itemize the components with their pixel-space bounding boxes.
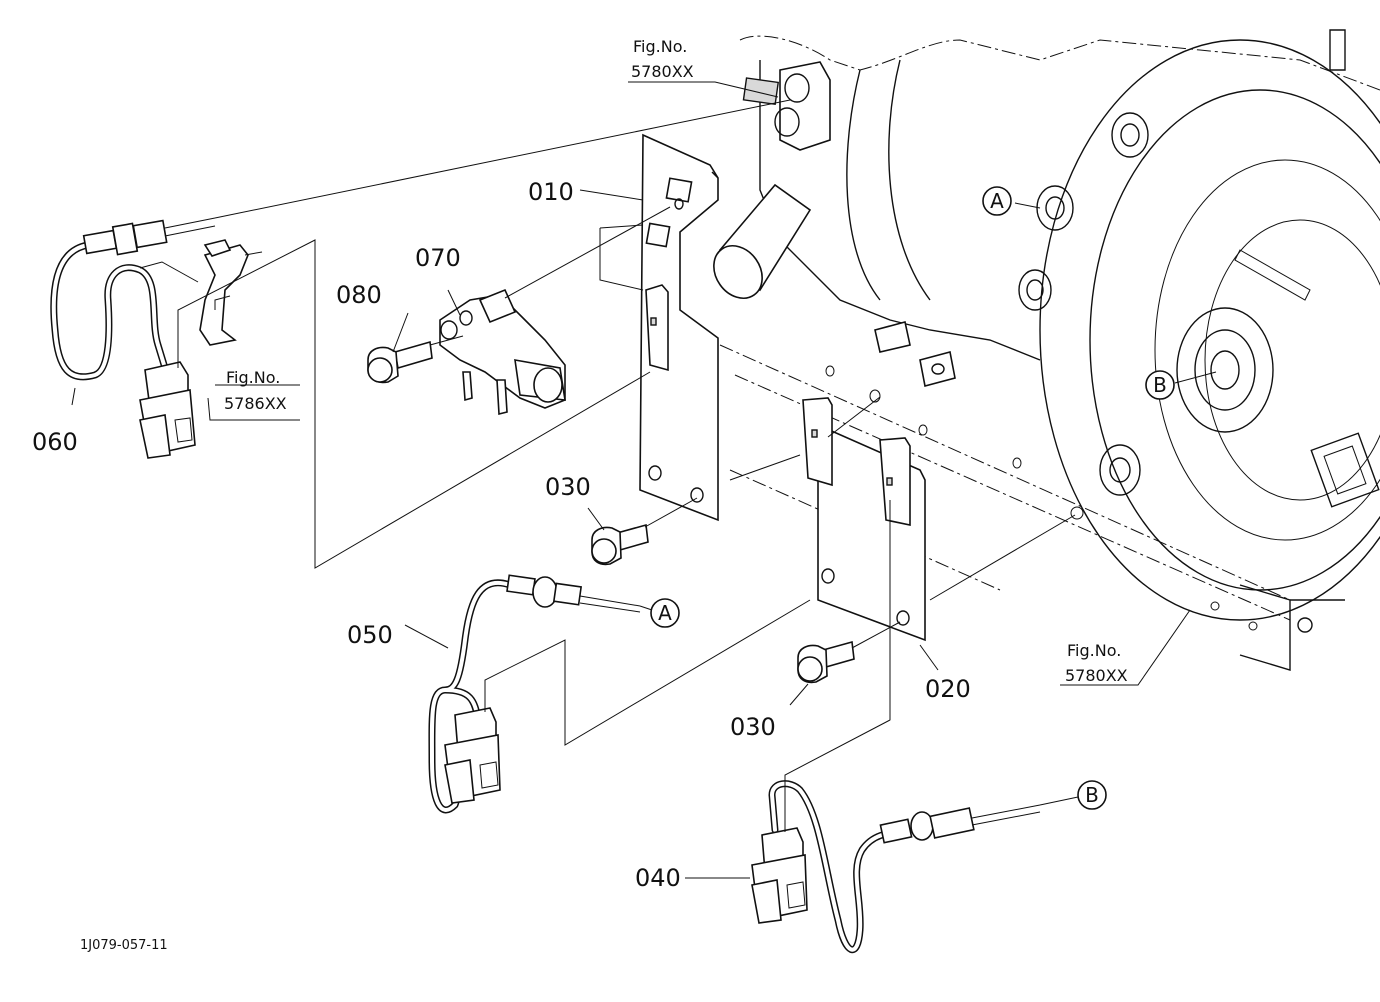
label-020: 020	[925, 675, 971, 703]
callout-b-sensor: B	[1085, 783, 1099, 807]
part-labels: 010 070 080 060 030 050 020 030 040	[32, 178, 971, 892]
part-080-bolt	[367, 340, 433, 384]
callout-a-housing: A	[990, 189, 1004, 213]
figref-left-line1: Fig.No.	[226, 368, 280, 387]
callout-a-sensor: A	[658, 601, 672, 625]
part-070-sensor	[439, 288, 566, 416]
engine-housing	[713, 29, 1380, 621]
part-040-harness	[751, 780, 1041, 954]
label-070: 070	[415, 244, 461, 272]
label-010: 010	[528, 178, 574, 206]
figref-left-line2: 5786XX	[224, 394, 287, 413]
part-050-harness	[428, 574, 641, 814]
part-030b-bolt	[797, 640, 855, 684]
label-030b: 030	[730, 713, 776, 741]
label-080: 080	[336, 281, 382, 309]
figref-right-line2: 5780XX	[1065, 666, 1128, 685]
callouts: A B A B	[650, 186, 1175, 810]
label-040: 040	[635, 864, 681, 892]
drawing-code: 1J079-057-11	[80, 938, 168, 953]
frame-rail	[719, 344, 1345, 671]
figure-references: Fig.No. 5780XX Fig.No. 5786XX Fig.No. 57…	[224, 37, 1128, 685]
part-020-plate	[802, 397, 926, 642]
figref-top-line2: 5780XX	[631, 62, 694, 81]
label-050: 050	[347, 621, 393, 649]
figref-top-line1: Fig.No.	[633, 37, 687, 56]
figref-right-line1: Fig.No.	[1067, 641, 1121, 660]
part-030a-bolt	[591, 523, 649, 566]
leader-lines	[71, 81, 1217, 879]
part-060-harness	[50, 217, 263, 459]
part-010-bracket	[599, 133, 719, 522]
callout-b-hub: B	[1153, 373, 1167, 397]
label-030a: 030	[545, 473, 591, 501]
label-060: 060	[32, 428, 78, 456]
